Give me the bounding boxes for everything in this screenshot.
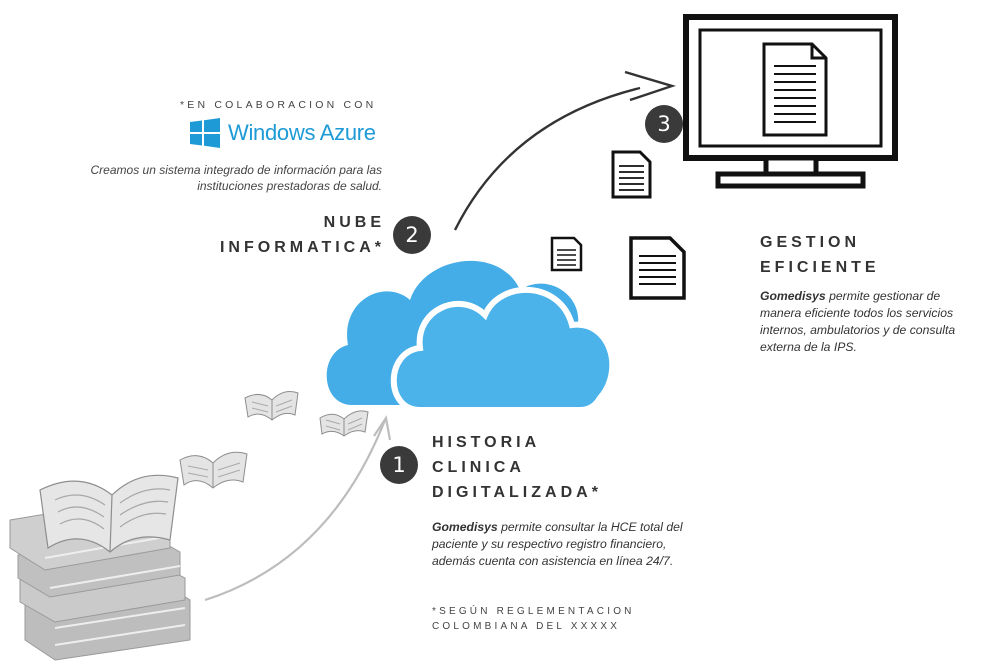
- step2-title-line: INFORMATICA*: [219, 239, 385, 256]
- windows-azure-logo[interactable]: Windows Azure: [190, 118, 390, 150]
- step3-title-line: GESTION: [760, 234, 861, 251]
- step1-title-line: CLINICA: [432, 459, 525, 476]
- step2-title-line: NUBE: [323, 214, 385, 231]
- step2-title: NUBE INFORMATICA*: [200, 210, 385, 260]
- document-icon: [762, 42, 828, 137]
- step1-title: HISTORIA CLINICA DIGITALIZADA*: [432, 430, 602, 505]
- step3-text: permite gestionar de manera eficiente to…: [760, 289, 956, 354]
- step3-brand: Gomedisys: [760, 289, 826, 303]
- azure-wordmark: Windows Azure: [228, 120, 376, 145]
- step1-text: permite consultar la HCE total del pacie…: [432, 520, 683, 568]
- collaboration-label: *EN COLABORACION CON: [180, 99, 377, 111]
- step3-title: GESTION EFICIENTE: [760, 230, 880, 280]
- windows-logo-icon: [190, 118, 220, 148]
- open-book-icon: [319, 410, 369, 437]
- footnote: *SEGÚN REGLEMENTACION COLOMBIANA DEL XXX…: [432, 604, 635, 634]
- step1-description: Gomedisys permite consultar la HCE total…: [432, 519, 692, 570]
- footnote-line: COLOMBIANA DEL XXXXX: [432, 621, 621, 632]
- arrow-icon: [453, 86, 641, 231]
- step3-badge: 3: [645, 105, 683, 143]
- document-icon: [550, 236, 583, 272]
- step3-description: Gomedisys permite gestionar de manera ef…: [760, 288, 960, 356]
- step1-title-line: DIGITALIZADA*: [432, 484, 602, 501]
- open-book-icon: [244, 391, 299, 421]
- footnote-line: *SEGÚN REGLEMENTACION: [432, 606, 635, 617]
- step2-badge: 2: [393, 216, 431, 254]
- step1-brand: Gomedisys: [432, 520, 498, 534]
- document-icon: [611, 150, 652, 199]
- open-book-large-icon: [39, 474, 179, 553]
- step1-badge: 1: [380, 446, 418, 484]
- arrow-icon: [204, 419, 387, 602]
- document-icon: [629, 236, 686, 300]
- step1-title-line: HISTORIA: [432, 434, 541, 451]
- cloud-front-icon: [390, 286, 616, 413]
- open-book-icon: [179, 451, 248, 489]
- step3-title-line: EFICIENTE: [760, 259, 880, 276]
- collaboration-description: Creamos un sistema integrado de informac…: [90, 163, 382, 193]
